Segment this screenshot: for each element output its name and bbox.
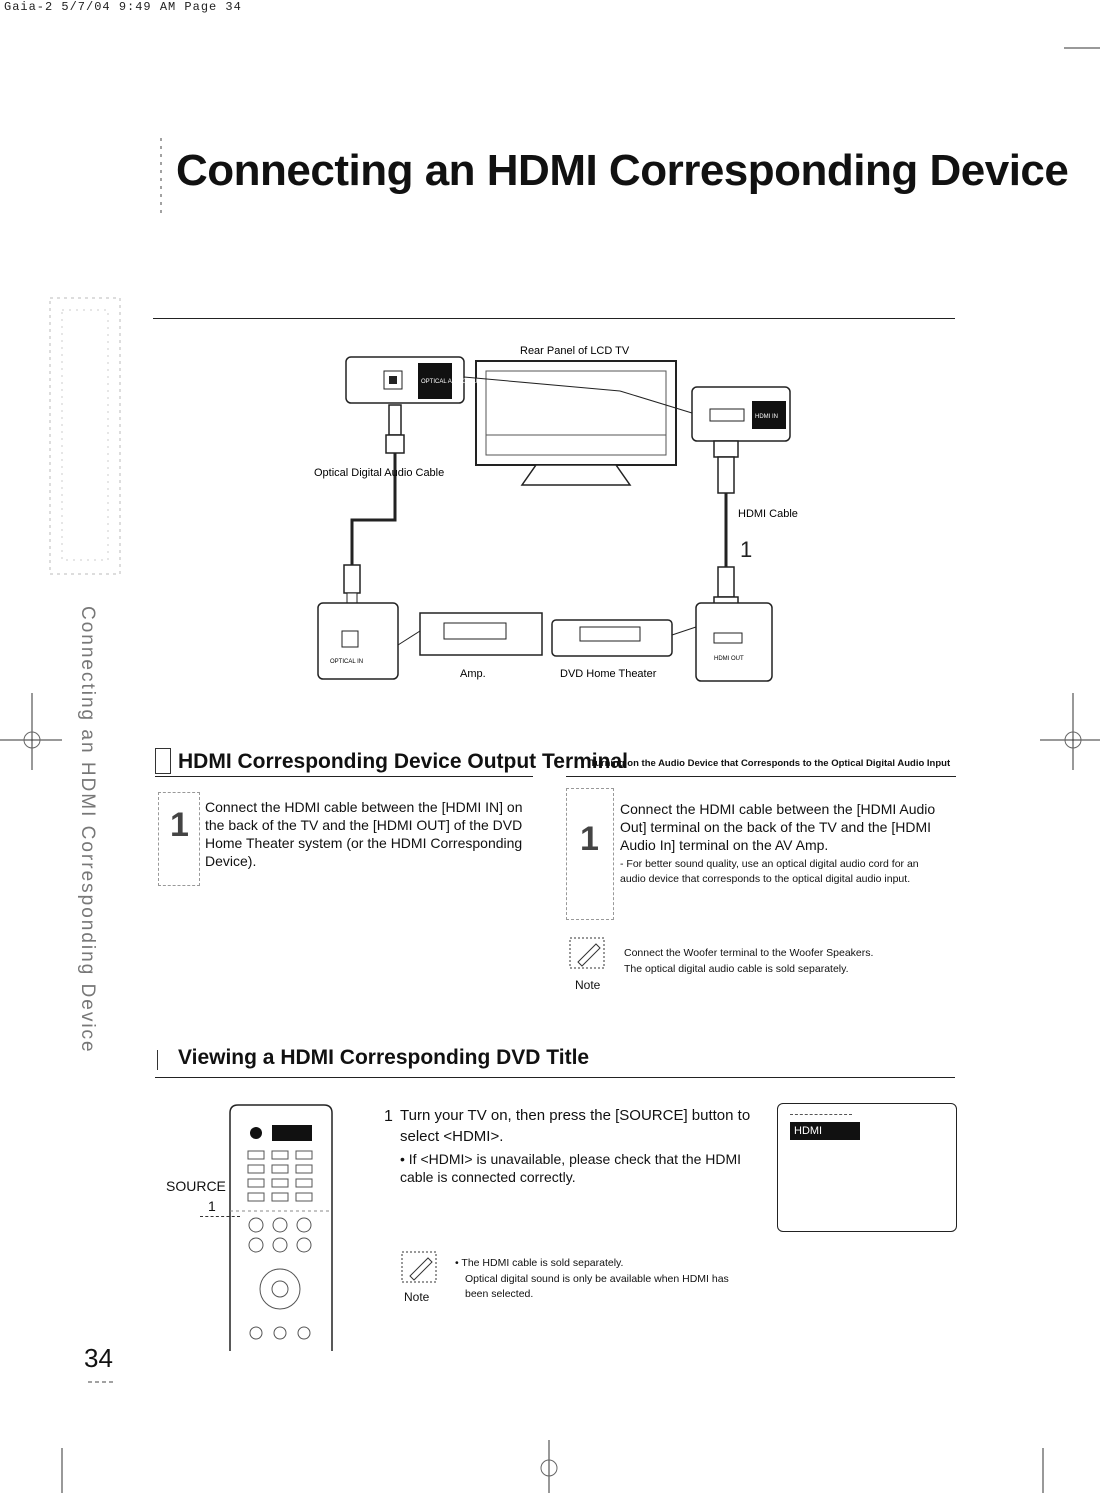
optical-in-label: OPTICAL IN — [330, 659, 363, 665]
display-panel — [272, 1125, 312, 1141]
viewing-step-text: Turn your TV on, then press the [SOURCE]… — [400, 1107, 751, 1145]
source-number: 1 — [208, 1198, 216, 1214]
tv-stand — [520, 464, 632, 486]
optical-input-bullet: - For better sound quality, use an optic… — [620, 858, 919, 885]
step-marker: 1 — [740, 537, 752, 562]
amp-device — [419, 612, 543, 656]
viewing-heading: Viewing a HDMI Corresponding DVD Title — [178, 1046, 590, 1069]
viewing-bullet: • If <HDMI> is unavailable, please check… — [400, 1151, 742, 1185]
step-box-2 — [566, 788, 614, 920]
amp-label: Amp. — [460, 668, 486, 680]
hdmi-out-label: HDMI OUT — [714, 656, 744, 662]
step-number-3: 1 — [384, 1108, 393, 1125]
source-pointer — [200, 1216, 240, 1218]
tv-screen: HDMI — [777, 1103, 957, 1232]
side-tab-text: Connecting an HDMI Corresponding Device — [77, 606, 98, 1054]
hdmi-osd-label: HDMI — [790, 1122, 860, 1140]
note-icon — [569, 937, 605, 969]
note-icon-2 — [401, 1251, 437, 1283]
viewing-note-line-1: • The HDMI cable is sold separately. — [455, 1257, 624, 1269]
optical-cable-label: Optical Digital Audio Cable — [314, 467, 444, 479]
step-number-2: 1 — [580, 820, 599, 858]
tv-rear-panel — [475, 360, 677, 466]
output-terminal-heading: HDMI Corresponding Device Output Termina… — [178, 750, 628, 773]
note-line-1: Connect the Woofer terminal to the Woofe… — [624, 947, 874, 959]
optical-out-label: OPTICAL AUDIO OUT — [421, 379, 481, 385]
connection-diagram: Rear Panel of LCD TV OPTICAL AUDIO OUT H… — [314, 345, 798, 682]
note-line-2: The optical digital audio cable is sold … — [624, 963, 849, 975]
optical-input-heading: Turning on the Audio Device that Corresp… — [590, 758, 951, 769]
source-label: SOURCE — [166, 1178, 226, 1194]
side-tab-decoration — [49, 297, 121, 575]
viewing-note-line-2: Optical digital sound is only be availab… — [465, 1273, 729, 1300]
print-header: Gaia-2 5/7/04 9:49 AM Page 34 — [4, 0, 242, 14]
viewing-rule — [155, 1077, 955, 1078]
note-label-2: Note — [404, 1290, 430, 1304]
step-number: 1 — [170, 806, 189, 844]
remote-control — [229, 1104, 333, 1351]
dvd-label: DVD Home Theater — [560, 668, 657, 680]
page-title: Connecting an HDMI Corresponding Device — [176, 146, 1069, 195]
optical-input-rule — [566, 776, 956, 777]
section-marker-2 — [157, 1050, 168, 1070]
optical-input-text: Connect the HDMI cable between the [HDMI… — [620, 801, 936, 853]
hdmi-in-label: HDMI IN — [755, 414, 778, 420]
hdmi-cable-label: HDMI Cable — [738, 508, 798, 520]
step-box — [158, 792, 200, 886]
section-divider — [153, 318, 955, 319]
section-marker — [155, 748, 171, 774]
page-number: 34 — [84, 1343, 113, 1373]
output-terminal-rule — [155, 776, 533, 777]
output-terminal-text: Connect the HDMI cable between the [HDMI… — [205, 799, 523, 869]
rear-panel-label: Rear Panel of LCD TV — [520, 345, 630, 357]
note-label: Note — [575, 978, 601, 992]
